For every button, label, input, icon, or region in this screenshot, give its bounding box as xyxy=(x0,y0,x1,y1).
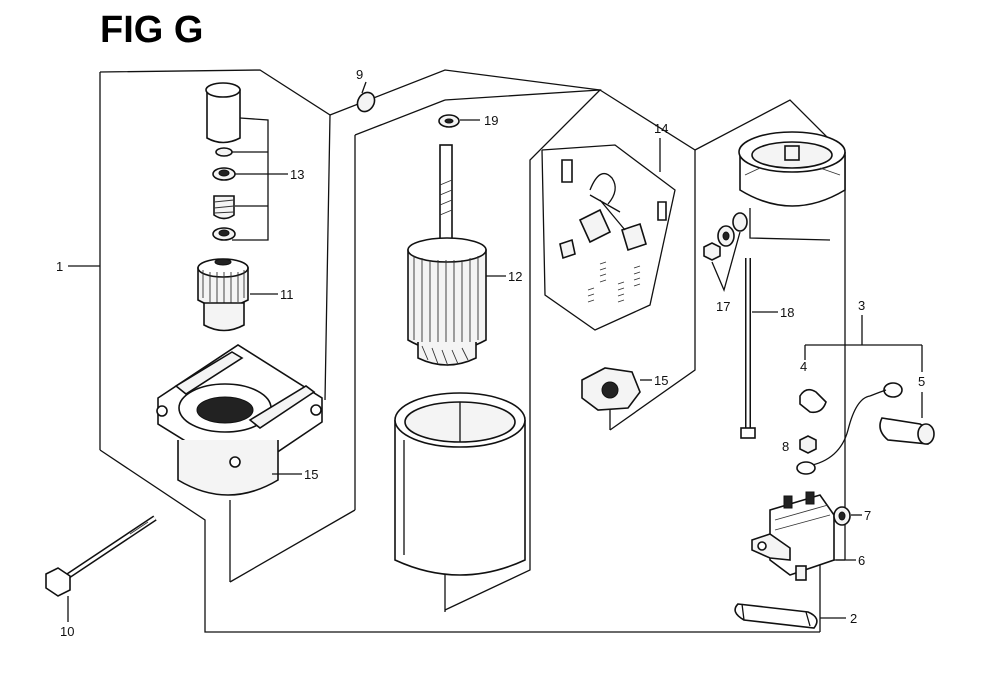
callout-13: 13 xyxy=(290,167,304,182)
through-bolt-rod xyxy=(740,258,778,439)
through-bolt-long xyxy=(45,515,157,622)
callout-6: 6 xyxy=(858,553,865,568)
callout-15-bracket: 15 xyxy=(304,467,318,482)
small-grommet xyxy=(356,81,376,113)
hex-nut-small xyxy=(799,435,817,454)
yoke-housing xyxy=(394,392,526,576)
callout-19: 19 xyxy=(484,113,498,128)
callout-8: 8 xyxy=(782,439,789,454)
callout-2: 2 xyxy=(850,611,857,626)
pinion-gear xyxy=(197,258,278,332)
mounting-strap xyxy=(734,603,846,629)
thrust-washer xyxy=(438,114,480,128)
callout-14: 14 xyxy=(654,121,668,136)
callout-11: 11 xyxy=(280,287,294,302)
callout-9: 9 xyxy=(356,67,363,82)
armature xyxy=(407,144,506,367)
callout-18: 18 xyxy=(780,305,794,320)
callout-3: 3 xyxy=(858,298,865,313)
brush-holder-kit xyxy=(541,138,676,331)
brush-plate xyxy=(581,367,652,411)
callout-7: 7 xyxy=(864,508,871,523)
rear-end-cover xyxy=(738,131,846,241)
figure-title: FIG G xyxy=(100,9,203,51)
drive-end-bracket xyxy=(156,344,323,496)
callout-17: 17 xyxy=(716,299,730,314)
callout-12: 12 xyxy=(508,269,522,284)
callout-5: 5 xyxy=(918,374,925,389)
sleeve-and-washer-set xyxy=(205,82,288,241)
callout-4: 4 xyxy=(800,359,807,374)
callout-10: 10 xyxy=(60,624,74,639)
callout-15-brush-plate: 15 xyxy=(654,373,668,388)
nut-washer-set xyxy=(703,212,748,292)
lock-nut xyxy=(833,506,862,526)
lead-wire-assembly xyxy=(796,315,935,475)
solenoid-switch xyxy=(751,491,856,581)
callout-1: 1 xyxy=(56,259,63,274)
callout-labels: 1 2 3 4 5 6 7 8 9 10 11 12 13 14 15 15 1… xyxy=(56,67,925,639)
